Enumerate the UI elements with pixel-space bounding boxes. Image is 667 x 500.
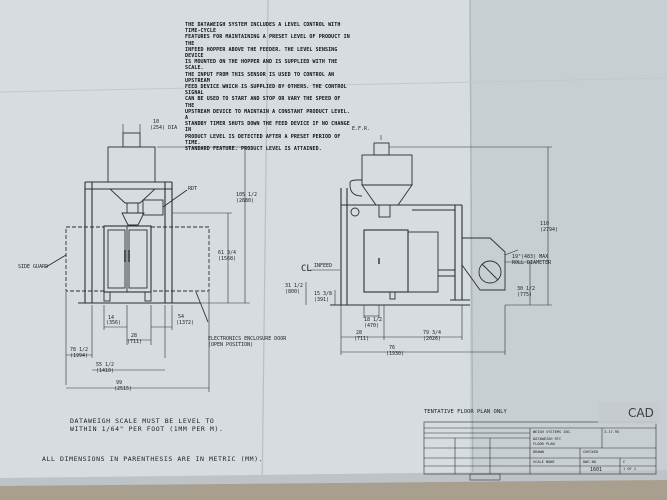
title-scale: SCALE NONE xyxy=(533,460,555,464)
front-dim-f: 99 xyxy=(116,380,123,386)
metric-dimensions-note: ALL DIMENSIONS IN PARENTHESIS ARE IN MET… xyxy=(42,455,264,463)
side-dim-b: 79 3/4 xyxy=(423,330,442,336)
side-dim-left1-metric: (800) xyxy=(285,289,301,295)
front-dim-top-metric: (254) DIA xyxy=(150,125,178,131)
side-roll-stand xyxy=(461,237,506,291)
title-block xyxy=(423,421,657,481)
note-line: FEATURES FOR MAINTAINING A PRESET LEVEL … xyxy=(185,34,350,47)
title-line1: DATAWEIGH RTC xyxy=(533,437,562,441)
front-dim-d-metric: (1994) xyxy=(70,353,89,359)
front-label-door-sub: (OPEN POSITION) xyxy=(208,342,254,348)
side-dim-c-metric: (1930) xyxy=(386,351,405,357)
paper-left-panel xyxy=(0,0,470,500)
front-dim-d: 78 1/2 xyxy=(70,347,89,353)
title-checked: CHECKED xyxy=(583,450,599,454)
front-view xyxy=(45,124,250,392)
side-dim-center-metric: (470) xyxy=(364,323,380,329)
front-dim-mid: 61 3/4 xyxy=(218,250,237,256)
title-sheet: 1 OF 1 xyxy=(623,467,636,471)
front-dim-a-metric: (356) xyxy=(106,320,122,326)
side-dim-left2: 15 3/8 xyxy=(314,291,333,297)
front-dim-f-metric: (2515) xyxy=(114,386,133,392)
front-dim-c: 54 xyxy=(178,314,185,320)
side-dim-left1: 31 1/2 xyxy=(285,283,304,289)
front-funnel xyxy=(108,188,157,204)
side-dim-a-metric: (711) xyxy=(354,336,370,342)
front-dim-e-metric: (1410) xyxy=(96,368,115,374)
side-dim-b-metric: (2026) xyxy=(423,336,442,342)
front-dim-height-metric: (2680) xyxy=(236,198,255,204)
side-dim-height: 110 xyxy=(540,221,550,227)
front-dim-mid-metric: (1568) xyxy=(218,256,237,262)
side-curved-pipe xyxy=(349,179,363,197)
process-notes: THE DATAWEIGH SYSTEM INCLUDES A LEVEL CO… xyxy=(185,22,350,152)
side-dim-left2-metric: (391) xyxy=(314,297,330,303)
note-line: STANDARD FEATURE. PRODUCT LEVEL IS ATTAI… xyxy=(185,146,322,153)
level-note-line2: WITHIN 1/64" PER FOOT (1MM PER M). xyxy=(70,425,224,433)
side-roll-circle xyxy=(478,260,502,284)
note-line: FEED DEVICE WHICH IS SUPPLIED BY OTHERS.… xyxy=(185,84,347,97)
side-label-infeed: INFEED xyxy=(314,263,333,269)
note-line: THE DATAWEIGH SYSTEM INCLUDES A LEVEL CO… xyxy=(185,22,341,35)
title-file: DWG NO xyxy=(583,460,596,464)
title-date: 3-17-95 xyxy=(604,430,620,434)
paper-right-panel xyxy=(470,0,667,500)
title-company: WEIGH SYSTEMS INC. xyxy=(533,430,572,434)
front-dim-a: 14 xyxy=(108,315,115,321)
note-line: IS MOUNTED ON THE HOPPER AND IS SUPPLIED… xyxy=(185,59,338,72)
front-dim-top: 10 xyxy=(153,119,160,125)
paper-crease xyxy=(0,77,667,93)
cad-label-bg xyxy=(598,402,660,424)
tentative-note: TENTATIVE FLOOR PLAN ONLY xyxy=(424,409,507,415)
note-line: UPSTREAM DEVICE TO MAINTAIN A CONSTANT P… xyxy=(185,108,350,122)
side-label-top: E.F.R. xyxy=(352,126,371,132)
note-line: INFEED HOPPER ABOVE THE FEEDER. THE LEVE… xyxy=(185,46,338,60)
front-label-rdt: RDT xyxy=(188,186,198,192)
side-roll-note-2: ROLL DIAMETER xyxy=(512,260,552,266)
front-label-door: ELECTRONICS ENCLOSURE DOOR xyxy=(208,336,287,342)
front-rdt-box xyxy=(142,199,164,216)
side-dim-center: 18 1/2 xyxy=(364,317,383,323)
note-line: STANDBY TIMER SHUTS DOWN THE FEED DEVICE… xyxy=(185,121,350,134)
note-line: PRODUCT LEVEL IS DETECTED AFTER A PRESET… xyxy=(185,133,341,146)
side-dim-right-metric: (775) xyxy=(517,292,533,298)
side-roll-note: 19"(483) MAX xyxy=(512,254,549,260)
title-dwg-no: 1601 xyxy=(590,467,603,473)
level-note-line1: DATAWEIGH SCALE MUST BE LEVEL TO xyxy=(70,417,215,425)
note-line: THE INPUT FROM THIS SENSOR IS USED TO CO… xyxy=(185,71,335,84)
front-dim-height: 105 1/2 xyxy=(236,192,258,198)
front-dim-b-metric: (711) xyxy=(127,339,143,345)
side-dim-height-metric: (2794) xyxy=(540,227,559,233)
side-dim-c: 76 xyxy=(389,345,396,351)
title-line2: FLOOR PLAN xyxy=(533,442,555,446)
note-line: CAN BE USED TO START AND STOP OR VARY TH… xyxy=(185,96,341,109)
front-dim-c-metric: (1372) xyxy=(176,320,195,326)
side-view xyxy=(305,135,552,355)
side-label-cl: CL xyxy=(301,264,312,274)
paper-fold-2 xyxy=(469,0,474,500)
title-rev: C xyxy=(623,460,626,464)
side-dim-a: 28 xyxy=(356,330,363,336)
front-dim-e: 55 1/2 xyxy=(96,362,115,368)
front-label-side-guard: SIDE GUARD xyxy=(18,264,49,270)
front-dim-b: 28 xyxy=(131,333,138,339)
paper-fold-1 xyxy=(261,0,269,500)
title-drawn: DRAWN xyxy=(533,450,544,454)
cad-label: CAD xyxy=(628,406,654,420)
side-dim-right: 30 1/2 xyxy=(517,286,536,292)
